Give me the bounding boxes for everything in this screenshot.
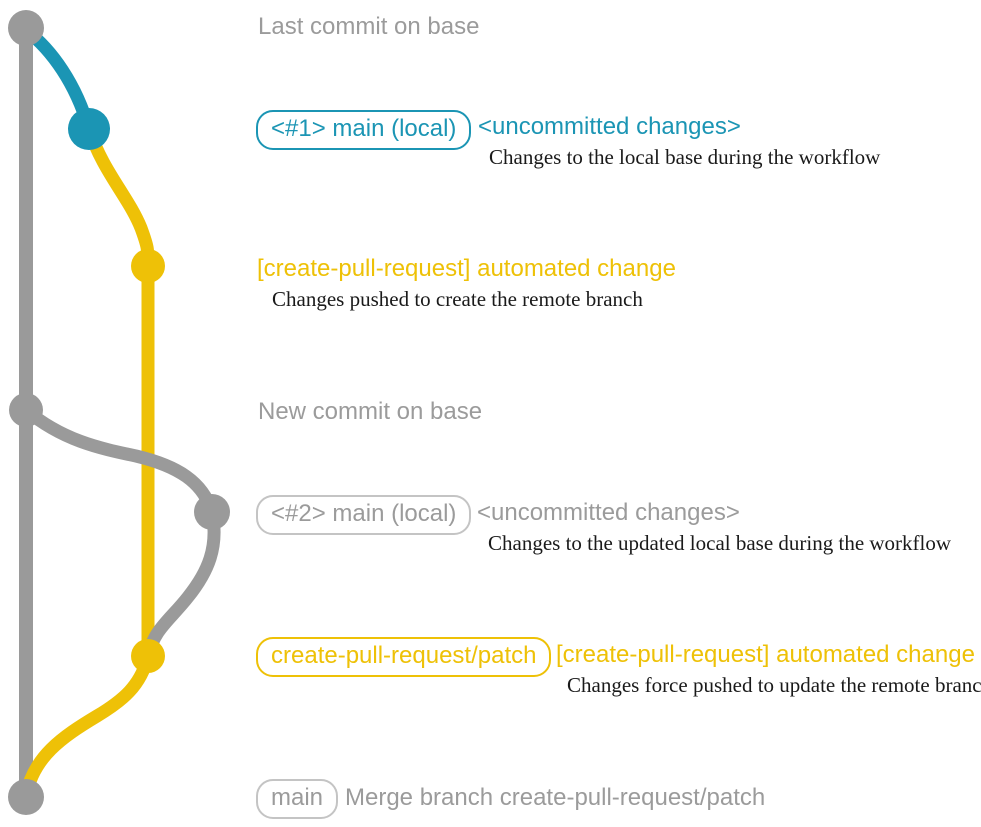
updated-local-curve-bottom	[141, 505, 221, 663]
branch1-status-label: <uncommitted changes>	[478, 113, 741, 140]
branch1-badge: <#1> main (local)	[256, 110, 472, 150]
branch1-description: Changes to the local base during the wor…	[489, 145, 881, 169]
commit-dot-local-main-1	[68, 108, 110, 150]
updated-local-curve-top	[19, 403, 219, 519]
branch2-badge: <#2> main (local)	[256, 495, 472, 535]
branch2-status-label: <uncommitted changes>	[477, 499, 740, 526]
patch-branch-badge: create-pull-request/patch	[256, 637, 552, 677]
commit-dot-cpr-1	[131, 249, 165, 283]
commit-dot-new-base	[9, 393, 43, 427]
new-commit-label: New commit on base	[258, 398, 483, 425]
commit-dot-merge	[8, 779, 44, 815]
cpr-commit2-description: Changes force pushed to update the remot…	[567, 673, 981, 697]
patch-branch-merge-curve	[19, 649, 155, 803]
branch2-description: Changes to the updated local base during…	[488, 531, 952, 555]
commit-dot-local-main-2	[194, 494, 230, 530]
cpr-commit1-description: Changes pushed to create the remote bran…	[272, 287, 643, 311]
last-commit-label: Last commit on base	[258, 13, 480, 40]
main-branch-badge: main	[256, 779, 339, 819]
patch-branch-curve-top	[82, 122, 155, 273]
commit-dot-last-base	[8, 10, 44, 46]
cpr-commit1-title: [create-pull-request] automated change	[257, 255, 676, 282]
commit-dot-cpr-2	[131, 639, 165, 673]
cpr-commit2-title: [create-pull-request] automated change	[556, 641, 975, 668]
merge-commit-label: Merge branch create-pull-request/patch	[345, 784, 766, 811]
